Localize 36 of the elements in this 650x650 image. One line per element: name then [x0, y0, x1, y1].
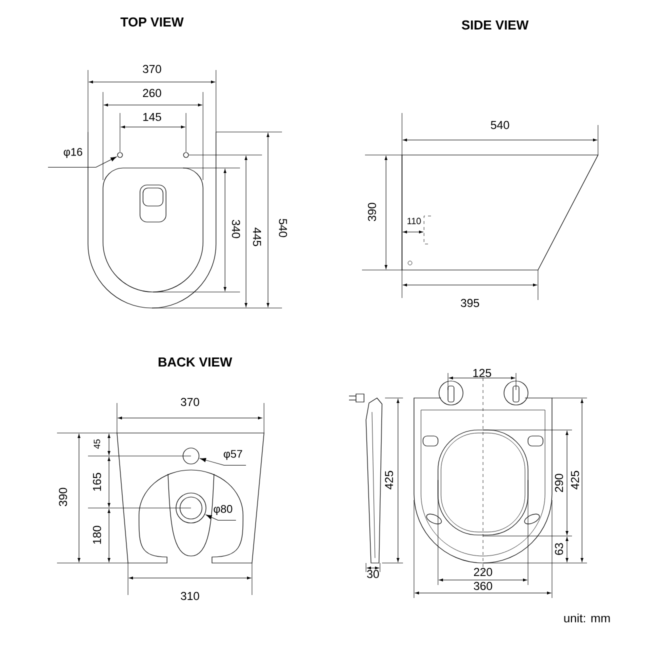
leader-line: [200, 458, 246, 466]
dimension-text: 290: [554, 474, 564, 492]
dimension-text: 390: [368, 202, 376, 222]
diameter-text: φ16: [64, 148, 82, 158]
view-heading: TOP VIEW: [120, 17, 184, 27]
dimension-text: 370: [180, 398, 200, 406]
unit-note: unit: mm: [564, 614, 610, 622]
dimension-text: 310: [180, 592, 200, 600]
dimension-text: 30: [367, 570, 379, 578]
dimension-text: 425: [570, 470, 580, 490]
dimension-text: 540: [490, 120, 510, 130]
dimension-text: 540: [278, 218, 288, 238]
dimension-text: 45: [94, 439, 100, 449]
dimension-text: 63: [554, 543, 564, 555]
dimension-text: 425: [384, 470, 394, 490]
leader-line: [206, 514, 236, 521]
leader-line: [48, 156, 117, 168]
view-heading: BACK VIEW: [158, 357, 232, 367]
dimension-text: 360: [474, 582, 492, 590]
diameter-text: φ57: [224, 450, 242, 460]
dimension-text: 110: [408, 218, 421, 224]
dimension-text: 395: [460, 298, 480, 308]
dimension-text: 125: [473, 368, 492, 378]
dimension-text: 390: [58, 488, 68, 506]
hole-circle: [176, 492, 206, 524]
dimension-text: 220: [474, 568, 492, 576]
dimension-text: 340: [232, 220, 240, 238]
dimension-text: 180: [92, 526, 102, 544]
dimension-text: 145: [143, 113, 162, 121]
dimension-text: 260: [143, 88, 162, 98]
dimension-text: 445: [253, 228, 261, 246]
diameter-text: φ80: [214, 505, 232, 515]
dimension-text: 370: [142, 64, 162, 74]
dimension-text: 165: [92, 472, 102, 491]
view-heading: SIDE VIEW: [462, 20, 529, 30]
hole-circle: [182, 448, 200, 464]
